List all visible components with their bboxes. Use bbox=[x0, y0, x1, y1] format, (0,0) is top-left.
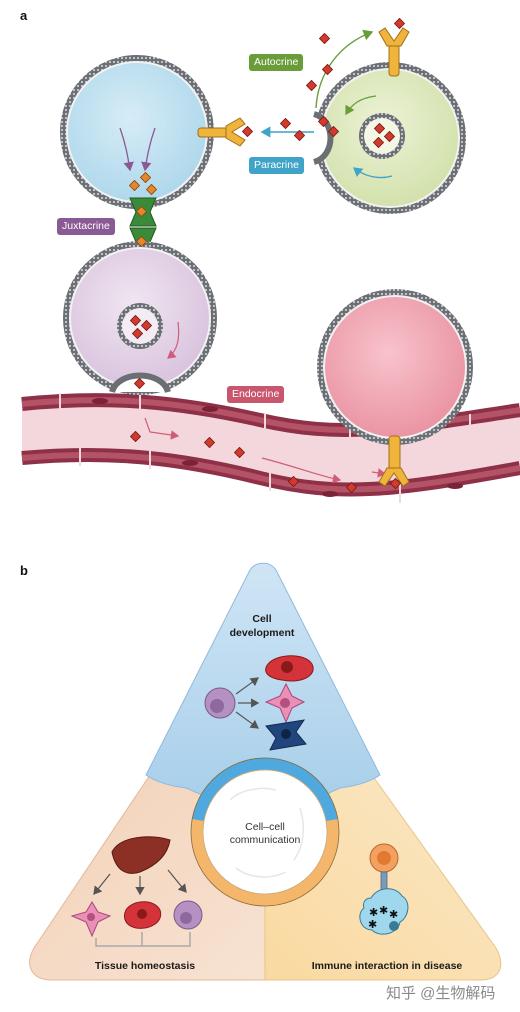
cell-development-line2: development bbox=[229, 627, 295, 639]
panel-b: ✱✱✱ ✱ bbox=[29, 562, 502, 981]
juxtacrine-label: Juxtacrine bbox=[57, 218, 115, 235]
receptor-endocrine bbox=[378, 435, 410, 487]
svg-text:✱: ✱ bbox=[368, 918, 377, 931]
communication-ring bbox=[190, 757, 340, 907]
cell-cell-communication-label: Cell–cell communication bbox=[215, 821, 315, 847]
cell-development-icons bbox=[204, 655, 314, 751]
autocrine-label: Autocrine bbox=[249, 54, 304, 71]
center-line2: communication bbox=[229, 834, 301, 846]
paracrine-label: Paracrine bbox=[249, 157, 304, 174]
panel-a bbox=[21, 18, 520, 503]
signaling-cell-purple bbox=[63, 241, 217, 395]
cell-development-line1: Cell bbox=[252, 613, 272, 625]
svg-text:✱: ✱ bbox=[389, 908, 398, 921]
tissue-homeostasis-label: Tissue homeostasis bbox=[94, 960, 196, 972]
tissue-homeostasis-icons bbox=[70, 836, 203, 947]
triangle-cell-development bbox=[145, 562, 381, 823]
panel-a-label: a bbox=[20, 8, 28, 23]
signaling-cell-green bbox=[312, 62, 466, 214]
svg-text:✱: ✱ bbox=[369, 906, 378, 919]
immune-interaction-label: Immune interaction in disease bbox=[311, 960, 463, 972]
center-line1: Cell–cell bbox=[245, 821, 285, 833]
watermark: 知乎 @生物解码 bbox=[386, 985, 496, 1002]
signaling-cell-blue bbox=[60, 55, 214, 209]
receptor-autocrine bbox=[378, 27, 410, 77]
signaling-cell-pink bbox=[317, 289, 473, 445]
endocrine-label: Endocrine bbox=[227, 386, 285, 403]
immune-marker-icons: ✱✱✱ ✱ bbox=[368, 904, 398, 931]
liver-icon bbox=[111, 836, 171, 874]
panel-b-label: b bbox=[20, 563, 28, 578]
immune-interaction-icons: ✱✱✱ ✱ bbox=[359, 843, 409, 935]
svg-text:✱: ✱ bbox=[379, 904, 388, 917]
autocrine-arrow bbox=[315, 29, 374, 109]
cell-development-label: Cell development bbox=[212, 612, 312, 640]
receptor-paracrine bbox=[197, 117, 246, 147]
